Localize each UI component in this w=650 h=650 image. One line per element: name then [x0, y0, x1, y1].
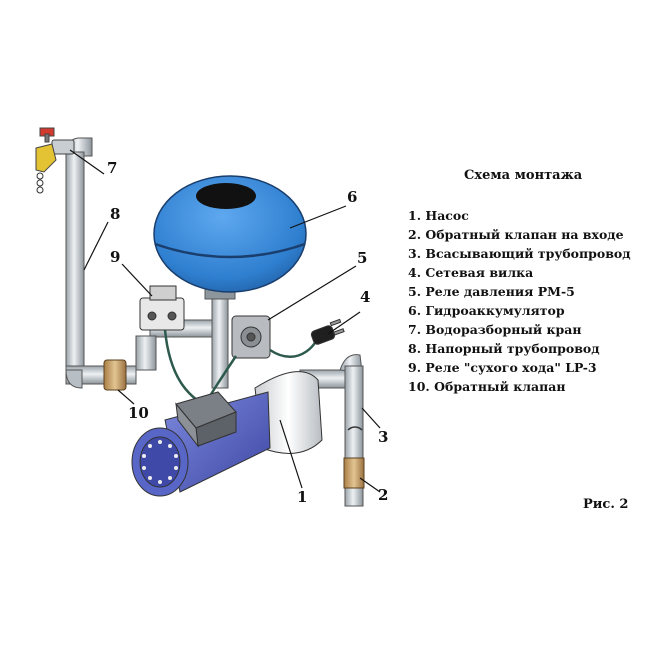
legend-title: Схема монтажа — [464, 168, 583, 183]
water-tap — [35, 127, 75, 194]
dry-run-relay — [139, 285, 185, 331]
power-plug — [310, 318, 345, 345]
check-valve — [103, 359, 127, 391]
discharge-pipe — [65, 137, 223, 389]
callout-9: 9 — [110, 248, 120, 266]
callout-6: 6 — [347, 188, 357, 206]
callout-3: 3 — [378, 428, 388, 446]
legend-item: 6. Гидроаккумулятор — [408, 303, 565, 318]
legend-item: 1. Насос — [408, 208, 469, 223]
pressure-switch — [231, 315, 271, 359]
inlet-check-valve — [343, 457, 365, 489]
legend-item: 7. Водоразборный кран — [408, 322, 582, 337]
callout-5: 5 — [357, 249, 367, 267]
callout-7: 7 — [107, 159, 117, 177]
legend-item: 3. Всасывающий трубопровод — [408, 246, 631, 261]
legend-item: 8. Напорный трубопровод — [408, 341, 600, 356]
callout-10: 10 — [128, 404, 149, 422]
callout-4: 4 — [360, 288, 370, 306]
callout-1: 1 — [297, 488, 307, 506]
callout-8: 8 — [110, 205, 120, 223]
figure-caption: Рис. 2 — [583, 497, 629, 512]
callouts — [69, 149, 381, 493]
callout-2: 2 — [378, 486, 388, 504]
pressure-tank — [153, 175, 307, 293]
legend: 1. Насос 2. Обратный клапан на входе 3. … — [408, 206, 631, 396]
legend-item: 2. Обратный клапан на входе — [408, 227, 624, 242]
pump — [131, 371, 323, 497]
legend-item: 5. Реле давления РМ-5 — [408, 284, 575, 299]
legend-item: 9. Реле "сухого хода" LP-3 — [408, 360, 597, 375]
legend-item: 10. Обратный клапан — [408, 379, 566, 394]
legend-item: 4. Сетевая вилка — [408, 265, 534, 280]
